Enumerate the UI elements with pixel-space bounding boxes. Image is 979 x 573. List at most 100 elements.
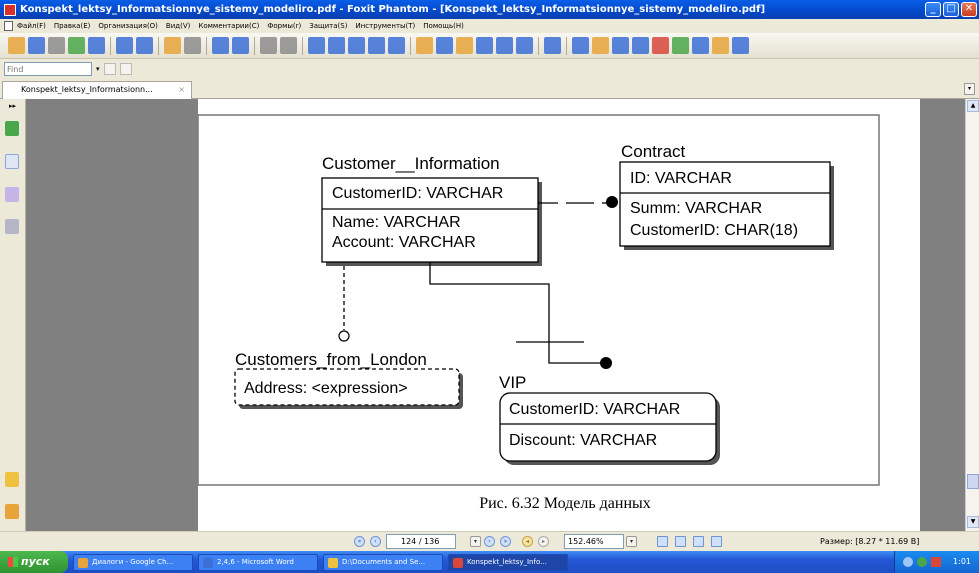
redo-icon[interactable] [280,37,297,54]
find-next-icon[interactable] [119,63,132,75]
minimize-button[interactable]: _ [925,2,941,17]
stamp-icon[interactable] [592,37,609,54]
tab-list-dropdown-icon[interactable]: ▾ [964,83,975,95]
single-page-icon[interactable] [657,536,668,547]
annotations-icon[interactable] [5,187,19,202]
next-page-icon[interactable]: › [484,536,495,547]
forward-icon[interactable] [184,37,201,54]
prev-page-icon[interactable] [116,37,133,54]
insert-page-icon[interactable] [212,37,229,54]
network-icon[interactable] [903,557,913,567]
menu-file[interactable]: Файл(F) [17,22,46,30]
taskbar-item[interactable]: Диалоги - Google Ch... [73,553,193,571]
select-text-icon[interactable] [436,37,453,54]
security-icon[interactable] [917,557,927,567]
zoom-dropdown-icon[interactable]: ▾ [626,536,637,547]
typewriter-icon[interactable] [496,37,513,54]
fit-page-icon[interactable] [328,37,345,54]
bookmarks-icon[interactable] [5,121,19,136]
find-bar: ▾ [0,59,979,79]
menu-help[interactable]: Помощь(H) [423,22,464,30]
hand-icon[interactable] [416,37,433,54]
edit-icon[interactable] [652,37,669,54]
pages-icon[interactable] [5,154,19,169]
zoom-out-icon[interactable] [368,37,385,54]
customer-info-attr: Name: VARCHAR [332,214,461,231]
taskbar-item[interactable]: Konspekt_lektsy_Info... [448,553,568,571]
scroll-up-icon[interactable]: ▲ [967,100,979,112]
start-button[interactable]: пуск [0,551,68,573]
find-input[interactable] [4,62,92,76]
window-controls: _ □ ✕ [925,2,977,17]
close-button[interactable]: ✕ [961,2,977,17]
main-toolbar [0,33,979,59]
last-page-icon[interactable]: » [500,536,511,547]
menu-organize[interactable]: Организация(O) [98,22,158,30]
back-icon[interactable] [164,37,181,54]
note-icon[interactable] [544,37,561,54]
attachments-icon[interactable] [5,472,19,487]
go-back-icon[interactable]: ◂ [522,536,533,547]
comment-icon[interactable] [712,37,729,54]
find-icon[interactable] [476,37,493,54]
extract-page-icon[interactable] [232,37,249,54]
zoom-plus-icon[interactable] [388,37,405,54]
taskbar-item[interactable]: 2,4,6 - Microsoft Word [198,553,318,571]
scan-icon[interactable] [88,37,105,54]
contract-attr: CustomerID: CHAR(18) [630,222,798,239]
menu-comments[interactable]: Комментарии(C) [198,22,260,30]
scroll-down-icon[interactable]: ▼ [967,516,979,528]
scroll-thumb[interactable] [967,474,979,489]
next-page-icon[interactable] [136,37,153,54]
paperclip-icon[interactable] [5,504,19,519]
continuous-page-icon[interactable] [675,536,686,547]
foxit-app-icon [4,3,16,16]
select-icon[interactable] [456,37,473,54]
vertical-scrollbar[interactable]: ▲ ▼ [965,99,979,531]
form-icon[interactable] [672,37,689,54]
toolbar-separator [538,36,539,55]
email-icon[interactable] [68,37,85,54]
save-icon[interactable] [28,37,45,54]
find-dropdown-icon[interactable]: ▾ [96,65,100,73]
link-icon[interactable] [612,37,629,54]
contract-key: ID: VARCHAR [630,170,732,187]
document-tab[interactable]: Konspekt_lektsy_Informatsionn... × [2,81,192,99]
lock-icon[interactable] [632,37,649,54]
page-dropdown-icon[interactable]: ▾ [470,536,481,547]
pencil-icon[interactable] [572,37,589,54]
go-forward-icon[interactable]: ▸ [538,536,549,547]
zoom-in-icon[interactable] [308,37,325,54]
layers-icon[interactable] [5,219,19,234]
menu-protect[interactable]: Защита(S) [309,22,348,30]
vip-title: VIP [499,373,526,392]
menu-view[interactable]: Вид(V) [165,22,191,30]
london-box [234,368,460,406]
print-icon[interactable] [48,37,65,54]
taskbar-app-icon [328,557,338,568]
arrow-icon[interactable] [732,37,749,54]
contract-title: Contract [621,142,686,161]
undo-icon[interactable] [260,37,277,54]
zoom-field[interactable]: 152.46% [564,534,624,549]
facing-page-icon[interactable] [693,536,704,547]
language-icon[interactable] [931,557,941,567]
taskbar-item[interactable]: D:\Documents and Se... [323,553,443,571]
maximize-button[interactable]: □ [943,2,959,17]
page-number-field[interactable]: 124 / 136 [386,534,456,549]
collapse-sidebar-icon[interactable]: ▸▸ [9,102,17,110]
tab-close-icon[interactable]: × [178,85,185,94]
text-icon[interactable] [692,37,709,54]
continuous-facing-icon[interactable] [711,536,722,547]
menu-edit[interactable]: Правка(E) [53,22,91,30]
open-icon[interactable] [8,37,25,54]
windows-taskbar: пуск Диалоги - Google Ch... 2,4,6 - Micro… [0,551,979,573]
snapshot-icon[interactable] [516,37,533,54]
fit-width-icon[interactable] [348,37,365,54]
menu-tools[interactable]: Инструменты(T) [355,22,416,30]
menu-forms[interactable]: Формы(r) [267,22,302,30]
previous-page-icon[interactable]: ‹ [370,536,381,547]
first-page-icon[interactable]: « [354,536,365,547]
find-previous-icon[interactable] [103,63,116,75]
